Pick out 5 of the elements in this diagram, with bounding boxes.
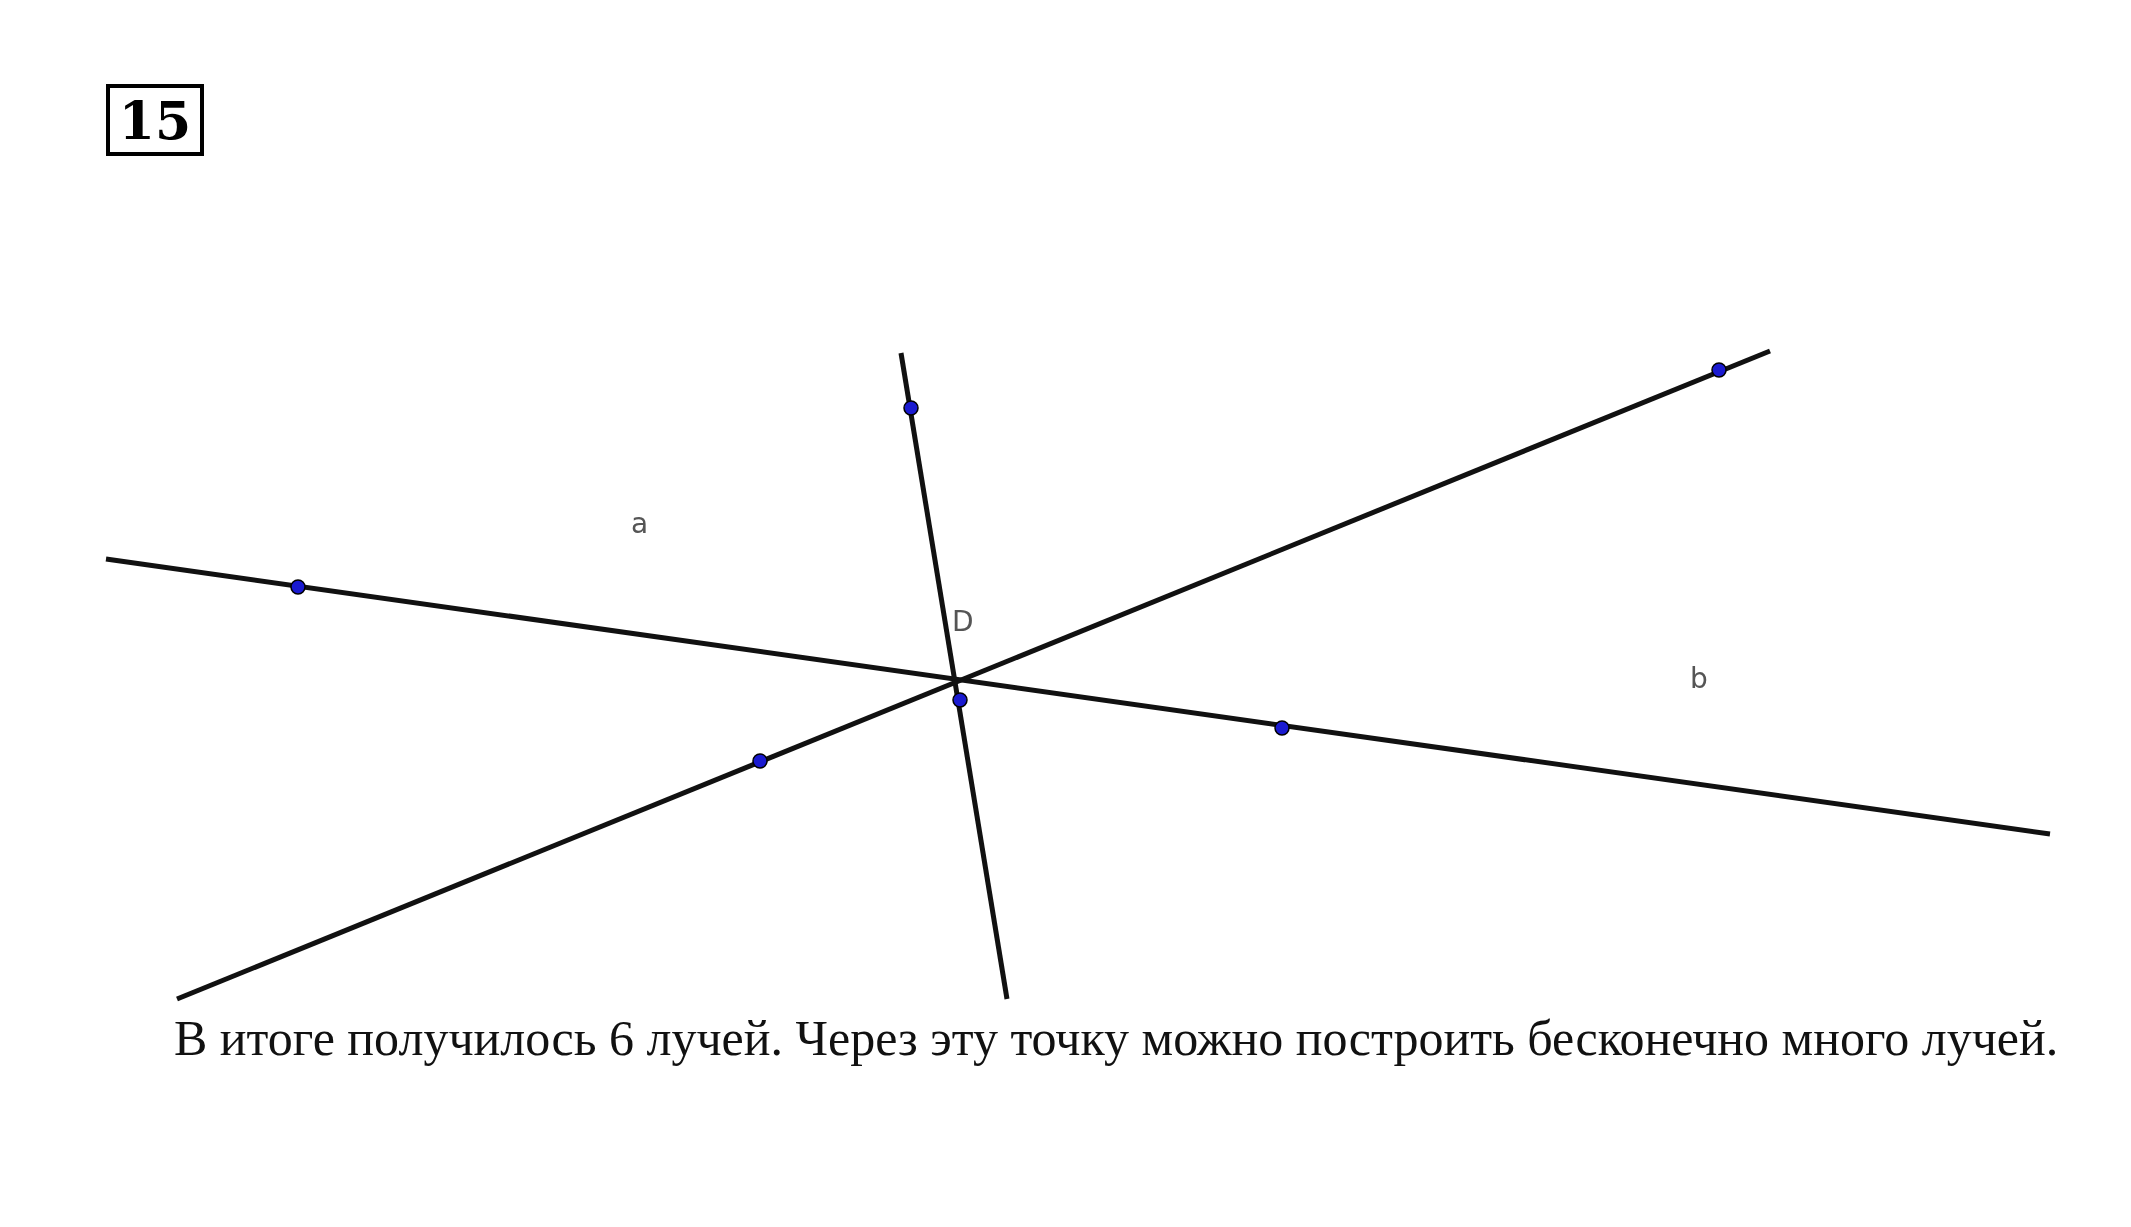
caption: В итоге получилось 6 лучей. Через эту точку можно построить бесконечно много лучей.	[174, 1009, 2060, 1068]
line-label: D	[952, 605, 974, 638]
line-label: a	[631, 507, 649, 540]
line-label: b	[1690, 662, 1708, 695]
problem-number: 15	[106, 84, 204, 156]
